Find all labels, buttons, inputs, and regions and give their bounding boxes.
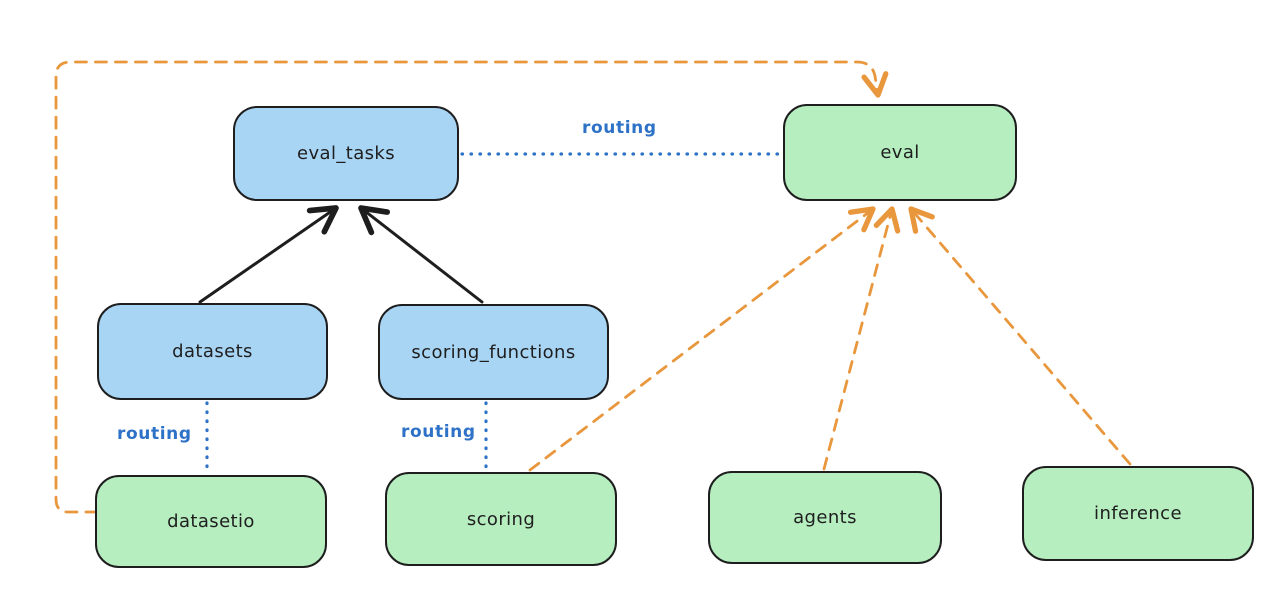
node-eval-tasks: eval_tasks <box>233 106 459 201</box>
routing-label-eval-tasks-eval: routing <box>582 118 657 138</box>
node-scoring-functions: scoring_functions <box>378 304 609 400</box>
routing-label-scoring-functions-scoring: routing <box>401 422 476 442</box>
node-agents-label: agents <box>793 507 857 528</box>
edge-scoring-functions-to-eval-tasks <box>358 205 484 304</box>
node-eval-label: eval <box>880 142 920 163</box>
edge-agents-to-eval <box>822 206 901 471</box>
node-scoring-functions-label: scoring_functions <box>411 341 576 363</box>
node-datasetio-label: datasetio <box>167 511 255 532</box>
node-datasets: datasets <box>97 303 328 400</box>
edge-inference-to-eval <box>908 206 1132 466</box>
node-inference-label: inference <box>1094 503 1182 524</box>
node-datasets-label: datasets <box>172 341 253 362</box>
edge-datasetio-to-eval <box>54 60 889 514</box>
node-datasetio: datasetio <box>95 475 327 568</box>
edge-scoring-to-eval <box>528 206 876 472</box>
routing-label-datasets-datasetio: routing <box>117 424 192 444</box>
node-inference: inference <box>1022 466 1254 561</box>
node-agents: agents <box>708 471 942 564</box>
node-eval-tasks-label: eval_tasks <box>296 143 396 164</box>
edge-datasets-to-eval-tasks <box>198 205 339 304</box>
node-scoring: scoring <box>385 472 617 566</box>
node-eval: eval <box>783 104 1017 201</box>
node-scoring-label: scoring <box>466 508 536 530</box>
